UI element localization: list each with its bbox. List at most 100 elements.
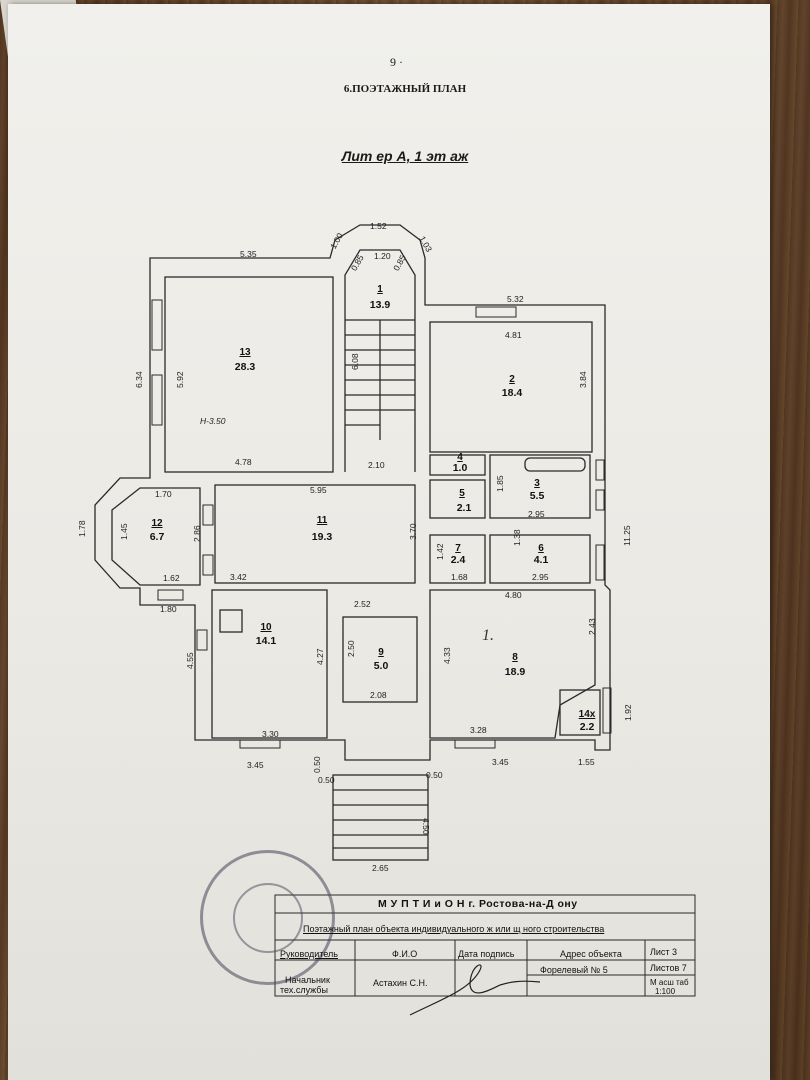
room-number: 5: [459, 488, 465, 499]
dimension-label: 6.34: [134, 371, 144, 388]
dimension-label: 3.70: [408, 523, 418, 540]
dimension-label: 4.81: [505, 330, 522, 340]
dimension-label: 0.50: [426, 770, 443, 780]
dimension-label: 4.78: [235, 457, 252, 467]
room-8-outline: [429, 589, 596, 739]
room-3-outline: [489, 454, 591, 519]
dimension-label: 4.55: [185, 652, 195, 669]
room-labels: 13 28.3 1 13.9 2 18.4 4 1.0 3 5.5 5 2.1 …: [150, 284, 596, 733]
room-area: 5.5: [530, 490, 545, 502]
room-4-outline: [429, 454, 486, 476]
room-11-outline: [214, 484, 416, 584]
stove: [219, 609, 243, 633]
dimension-label: 4.27: [315, 648, 325, 665]
position-line2: тех.службы: [280, 985, 328, 995]
col-name: Ф.И.О: [392, 949, 418, 959]
floor-subtitle: Лит ер А, 1 эт аж: [341, 148, 469, 164]
room-area: 19.3: [312, 531, 333, 543]
scale-value: 1:100: [655, 987, 676, 996]
room-2-outline: [429, 321, 593, 453]
col-address: Адрес объекта: [560, 949, 622, 959]
room-area: 2.4: [451, 554, 466, 566]
dimension-label: 1.38: [512, 529, 522, 546]
sheets-total: Листов 7: [650, 963, 687, 973]
dimension-label: 2.43: [587, 618, 597, 635]
stamp-inner-ring: [233, 883, 303, 953]
outer-wall: [94, 224, 611, 761]
dimension-label: 5.35: [240, 249, 257, 259]
room-9-outline: [342, 616, 418, 703]
person-name: Астахин С.Н.: [373, 978, 428, 988]
room-14x-outline: [559, 689, 601, 736]
col-position: Руководитель: [280, 949, 338, 959]
dimension-label: 2.08: [370, 690, 387, 700]
dimension-label: 1.45: [119, 523, 129, 540]
room-number: 13: [239, 347, 251, 358]
room-7-outline: [429, 534, 486, 584]
room-number: 9: [378, 647, 384, 658]
room-number: 14х: [579, 709, 596, 720]
dimension-label: 1.20: [374, 251, 391, 261]
dimension-label: 1.52: [370, 221, 387, 231]
dimension-label: 6.08: [350, 353, 360, 370]
dimension-label: 2.95: [528, 509, 545, 519]
dimension-label: 5.92: [175, 371, 185, 388]
room-area: 13.9: [370, 299, 391, 311]
dimension-label: 2.10: [368, 460, 385, 470]
dimension-label: 1.03: [417, 234, 434, 254]
page-number: 9 ·: [390, 55, 403, 69]
dimension-label: 5.95: [310, 485, 327, 495]
object-address: Форелевый № 5: [540, 965, 608, 975]
room-area: 1.0: [453, 462, 468, 474]
dimension-label: 1.55: [578, 757, 595, 767]
sheet-number: Лист 3: [650, 947, 678, 957]
title-block-doc-title: Поэтажный план объекта индивидуального ж…: [303, 924, 605, 934]
position-line1: Начальник: [285, 975, 330, 985]
dimension-label: 2.86: [192, 525, 202, 542]
room-number: 2: [509, 374, 515, 385]
dimension-label: 3.42: [230, 572, 247, 582]
document-page: [8, 4, 770, 1080]
col-date-sign: Дата подпись: [458, 949, 515, 959]
room-10-outline: [211, 589, 328, 739]
dimension-label: 2.50: [346, 640, 356, 657]
room-5-outline: [429, 479, 486, 519]
dimension-label: 3.84: [578, 371, 588, 388]
dimension-label: 0.85: [349, 253, 366, 273]
dimension-label: 1.70: [155, 489, 172, 499]
official-round-stamp: [200, 850, 335, 985]
title-block-frame: [274, 894, 696, 997]
room-12-outline: [111, 487, 201, 586]
bathtub: [524, 457, 586, 472]
windows: [151, 299, 612, 749]
ceiling-height-note: Н-3.50: [200, 416, 226, 426]
dimension-label: 2.52: [354, 599, 371, 609]
room-area: 2.1: [457, 502, 472, 514]
dimension-label: 1.42: [435, 543, 445, 560]
room-area: 14.1: [256, 635, 277, 647]
dimension-label: 3.30: [262, 729, 279, 739]
dimension-label: 3.45: [492, 757, 509, 767]
room-number: 7: [455, 543, 461, 554]
room-number: 6: [538, 543, 544, 554]
dimension-label: 4.80: [505, 590, 522, 600]
dimension-label: 1.85: [495, 475, 505, 492]
room-area: 28.3: [235, 361, 256, 373]
dimension-label: 2.65: [372, 863, 389, 873]
handwritten-mark: 1.: [482, 627, 494, 644]
room-number: 1: [377, 284, 383, 295]
dimension-label: 1.68: [451, 572, 468, 582]
dimension-label: 0.85: [391, 253, 408, 273]
room-area: 5.0: [374, 660, 389, 672]
room-number: 10: [260, 622, 272, 633]
dimension-label: 2.95: [532, 572, 549, 582]
room-number: 3: [534, 478, 540, 489]
room-number: 4: [457, 452, 463, 463]
dimension-label: 3.28: [470, 725, 487, 735]
dimension-label: 11.25: [622, 525, 632, 546]
room-area: 6.7: [150, 531, 165, 543]
room-6-outline: [489, 534, 591, 584]
staircase-lines: [345, 319, 415, 440]
room-area: 18.9: [505, 666, 526, 678]
